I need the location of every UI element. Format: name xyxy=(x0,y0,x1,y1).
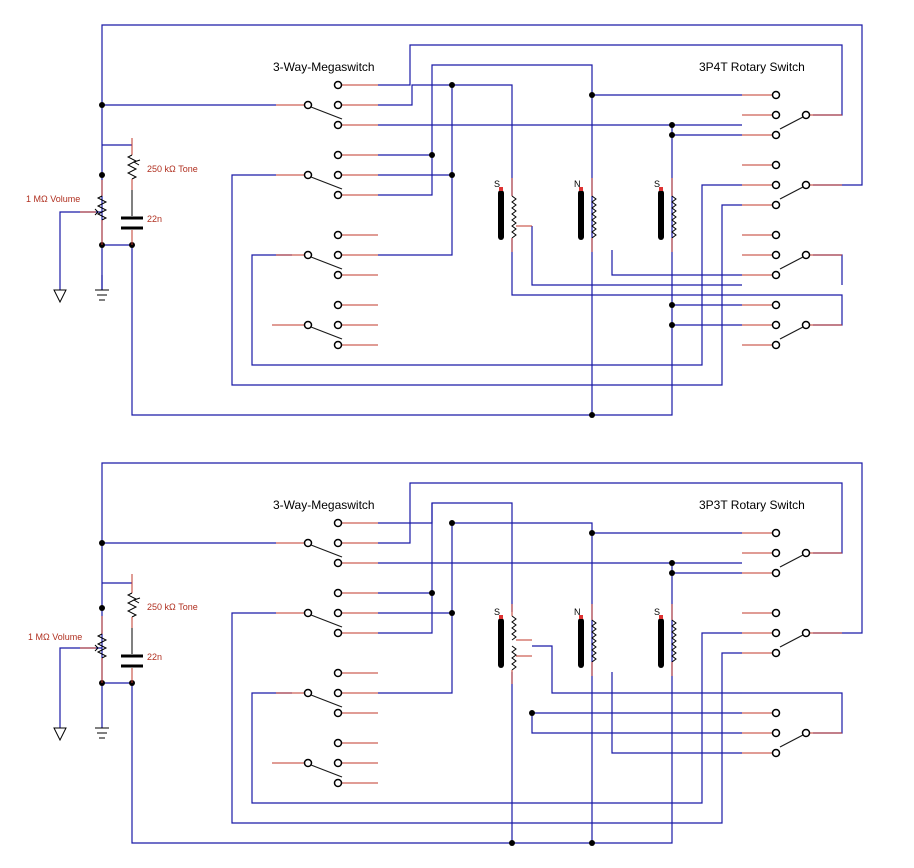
tone-pot-label: 250 kΩ Tone xyxy=(147,602,198,612)
tone-capacitor: 22n xyxy=(121,628,162,683)
rotary-switch xyxy=(742,90,842,350)
pickup-bridge: S xyxy=(494,178,532,252)
switch-deck-1 xyxy=(276,518,378,568)
switch-deck-1 xyxy=(276,80,378,130)
tone-capacitor: 22n xyxy=(121,190,162,245)
pickup-label: S xyxy=(654,179,660,189)
ground-symbol xyxy=(95,289,109,301)
pickup-neck: N xyxy=(574,604,597,676)
rotary-pole-3 xyxy=(742,230,842,280)
switch-deck-4 xyxy=(272,738,378,788)
controls: 250 kΩ Tone 22n 1 MΩ Volume xyxy=(28,574,198,742)
rotary-pole-4 xyxy=(742,300,842,350)
rotary-switch-label: 3P3T Rotary Switch xyxy=(699,498,805,512)
pickup-label: N xyxy=(574,179,581,189)
megaswitch-label: 3-Way-Megaswitch xyxy=(273,60,375,74)
rotary-pole-2 xyxy=(742,160,842,210)
switch-deck-2 xyxy=(276,588,378,638)
rotary-switch-label: 3P4T Rotary Switch xyxy=(699,60,805,74)
switch-deck-2 xyxy=(276,150,378,200)
pickup-label: N xyxy=(574,607,581,617)
volume-pot: 1 MΩ Volume xyxy=(26,180,108,245)
junctions xyxy=(99,520,675,846)
diagram-top: 3-Way-Megaswitch 3P4T Rotary Switch xyxy=(26,24,863,418)
tone-pot: 250 kΩ Tone xyxy=(126,138,198,190)
megaswitch xyxy=(272,80,378,350)
rotary-pole-1 xyxy=(742,528,842,578)
ground-symbol xyxy=(95,727,109,739)
rotary-pole-2 xyxy=(742,608,842,658)
rotary-pole-1 xyxy=(742,90,842,140)
megaswitch xyxy=(272,518,378,788)
capacitor-label: 22n xyxy=(147,652,162,662)
junctions xyxy=(99,82,675,418)
ground-symbol xyxy=(53,727,67,742)
diagram-bottom: 3-Way-Megaswitch 3P3T Rotary Switch xyxy=(28,462,863,846)
volume-pot: 1 MΩ Volume xyxy=(28,616,108,683)
controls: 250 kΩ Tone 22n 1 MΩ Volume xyxy=(26,138,198,304)
rotary-pole-3 xyxy=(742,708,842,758)
volume-pot-label: 1 MΩ Volume xyxy=(26,194,80,204)
pickup-label: S xyxy=(494,179,500,189)
tone-pot-label: 250 kΩ Tone xyxy=(147,164,198,174)
capacitor-label: 22n xyxy=(147,214,162,224)
pickup-label: S xyxy=(494,607,500,617)
tone-pot: 250 kΩ Tone xyxy=(126,574,198,628)
pickup-middle: S xyxy=(654,178,677,252)
switch-deck-3 xyxy=(276,668,378,718)
wiring xyxy=(59,24,863,416)
rotary-switch xyxy=(742,528,842,758)
megaswitch-label: 3-Way-Megaswitch xyxy=(273,498,375,512)
wiring xyxy=(59,462,863,844)
pickup-middle: S xyxy=(654,604,677,676)
ground-symbol xyxy=(53,289,67,304)
switch-deck-3 xyxy=(276,230,378,280)
volume-pot-label: 1 MΩ Volume xyxy=(28,632,82,642)
switch-deck-4 xyxy=(272,300,378,350)
pickup-label: S xyxy=(654,607,660,617)
pickup-neck: N xyxy=(574,178,597,252)
pickup-bridge: S xyxy=(494,604,532,684)
